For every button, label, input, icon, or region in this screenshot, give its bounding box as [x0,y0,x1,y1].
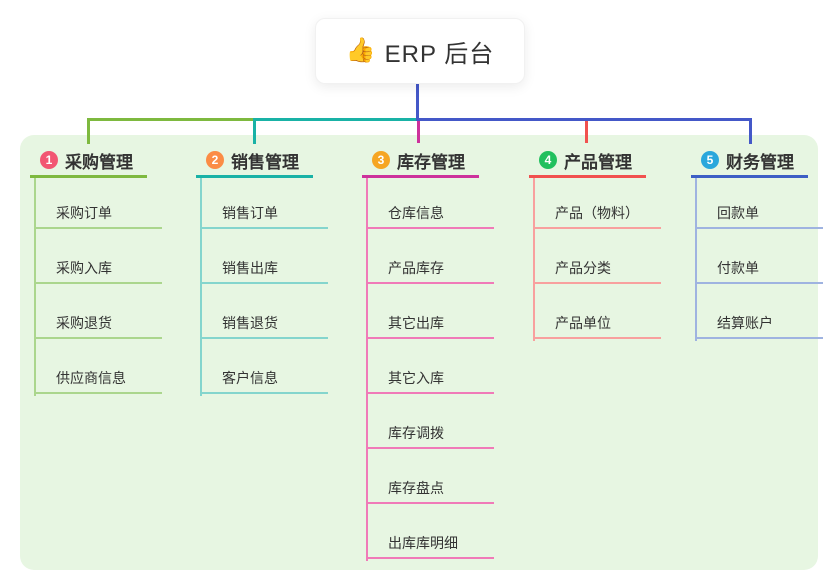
child-topic[interactable]: 采购入库 [34,260,162,284]
branch-trunk-line [695,178,697,341]
connector-purchase-elbow [87,118,90,144]
child-topic[interactable]: 产品库存 [366,260,494,284]
child-topic[interactable]: 库存调拨 [366,425,494,449]
branch-underline [30,175,147,178]
branch-underline [691,175,808,178]
branch-inventory-header[interactable]: 3 库存管理 [372,149,465,172]
child-topic[interactable]: 回款单 [695,205,823,229]
branch-purchase-management: 1 采购管理 采购订单 采购入库 采购退货 供应商信息 [30,0,162,588]
branch-trunk-line [366,178,368,561]
child-topic[interactable]: 付款单 [695,260,823,284]
child-topic[interactable]: 供应商信息 [34,370,162,394]
root-topic[interactable]: 👍 ERP 后台 [315,18,525,84]
thumbs-up-icon: 👍 [345,37,376,64]
branch-purchase-header[interactable]: 1 采购管理 [40,149,133,172]
branch-number-badge: 1 [40,151,58,169]
branch-label: 产品管理 [564,152,632,172]
child-topic[interactable]: 其它入库 [366,370,494,394]
connector-purchase-horizontal [87,118,255,121]
branch-inventory-management: 3 库存管理 仓库信息 产品库存 其它出库 其它入库 库存调拨 库存盘点 出库库… [362,0,494,588]
branches-panel [20,135,818,570]
child-topic[interactable]: 销售出库 [200,260,328,284]
branch-number-badge: 2 [206,151,224,169]
child-topic[interactable]: 销售订单 [200,205,328,229]
branch-trunk-line [200,178,202,396]
child-topic[interactable]: 产品分类 [533,260,661,284]
branch-label: 财务管理 [726,152,794,172]
branch-sales-management: 2 销售管理 销售订单 销售出库 销售退货 客户信息 [196,0,328,588]
connector-inventory-stub [417,121,420,143]
child-topic[interactable]: 客户信息 [200,370,328,394]
branch-underline [362,175,479,178]
branch-number-badge: 5 [701,151,719,169]
child-topic[interactable]: 仓库信息 [366,205,494,229]
branch-number-badge: 3 [372,151,390,169]
branch-trunk-line [34,178,36,396]
child-topic[interactable]: 销售退货 [200,315,328,339]
connector-sales-horizontal [253,118,418,121]
root-connector-line [416,83,419,120]
branch-number-badge: 4 [539,151,557,169]
branch-label: 销售管理 [231,152,299,172]
child-topic[interactable]: 采购订单 [34,205,162,229]
branch-trunk-line [533,178,535,341]
connector-finance-elbow [749,118,752,144]
child-topic[interactable]: 库存盘点 [366,480,494,504]
root-topic-label: ERP 后台 [384,40,495,68]
branch-product-management: 4 产品管理 产品（物料） 产品分类 产品单位 [529,0,661,588]
connector-product-stub [585,121,588,143]
branch-finance-header[interactable]: 5 财务管理 [701,149,794,172]
branch-label: 采购管理 [65,152,133,172]
connector-sales-elbow [253,118,256,144]
child-topic[interactable]: 出库库明细 [366,535,494,559]
branch-finance-management: 5 财务管理 回款单 付款单 结算账户 [691,0,823,588]
branch-underline [529,175,646,178]
child-topic[interactable]: 产品（物料） [533,205,661,229]
branch-sales-header[interactable]: 2 销售管理 [206,149,299,172]
branch-underline [196,175,313,178]
child-topic[interactable]: 采购退货 [34,315,162,339]
connector-finance-horizontal [416,118,752,121]
child-topic[interactable]: 产品单位 [533,315,661,339]
child-topic[interactable]: 结算账户 [695,315,823,339]
branch-product-header[interactable]: 4 产品管理 [539,149,632,172]
branch-label: 库存管理 [397,152,465,172]
child-topic[interactable]: 其它出库 [366,315,494,339]
